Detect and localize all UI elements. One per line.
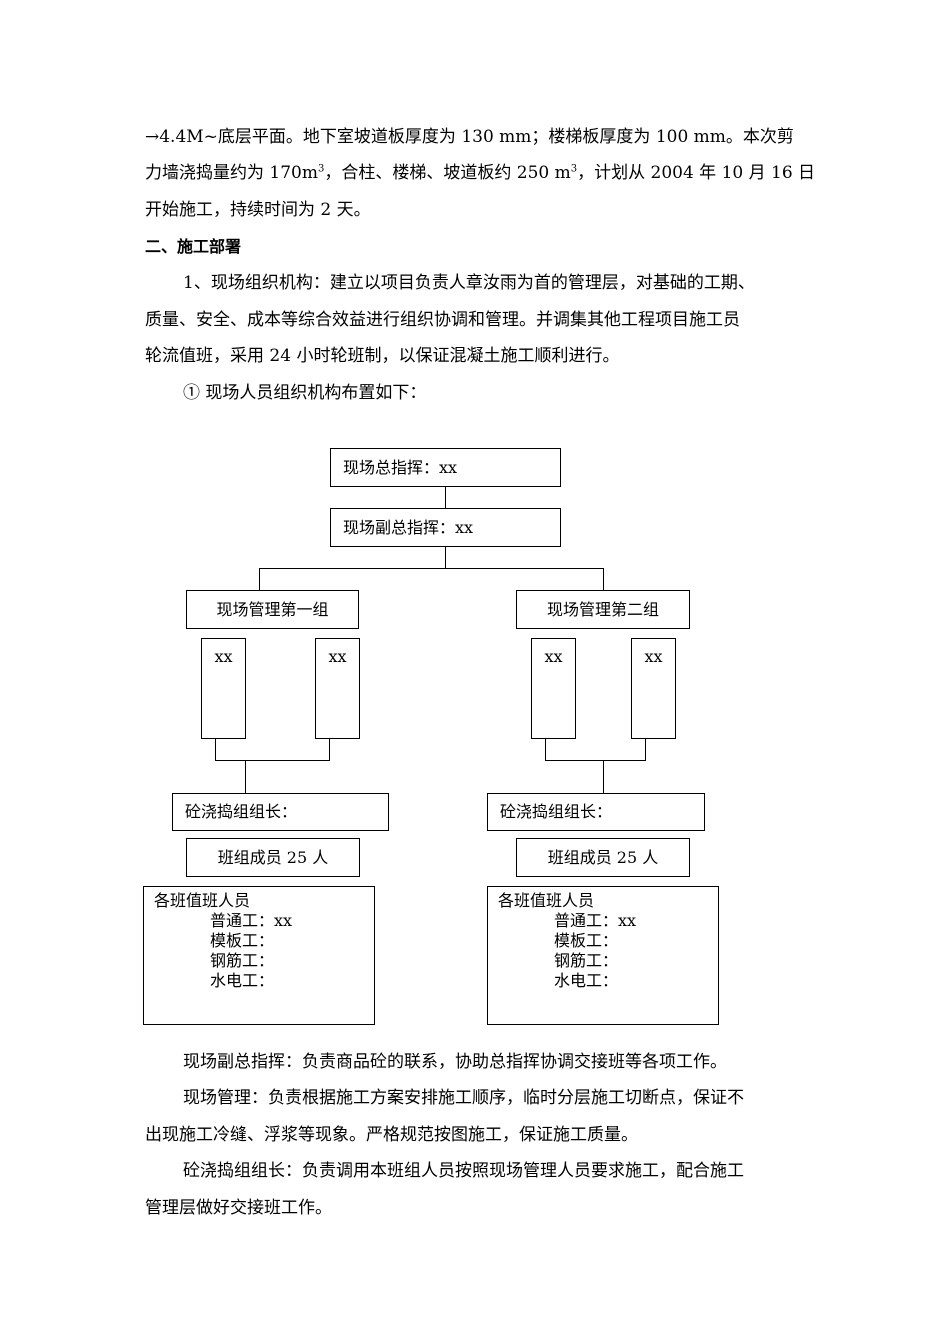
group-1-duty-title: 各班值班人员 <box>154 891 251 910</box>
group-2-duty-item: 普通工：xx <box>554 911 637 930</box>
group-2-duty-item: 水电工： <box>554 971 619 990</box>
group-2-title-box: 现场管理第二组 <box>516 590 690 629</box>
superscript-3: 3 <box>570 163 578 175</box>
group-1-duty-item: 水电工： <box>210 971 275 990</box>
connector-line <box>645 738 646 760</box>
group-1-title: 现场管理第一组 <box>216 599 329 619</box>
group-2-leader-label: 砼浇捣组组长： <box>500 802 613 821</box>
group-1-duty-box: 各班值班人员 普通工：xx 模板工： 钢筋工： 水电工： <box>143 886 375 1025</box>
responsibility-leader-line-1: 砼浇捣组组长：负责调用本班组人员按照现场管理人员要求施工，配合施工 <box>183 1161 744 1181</box>
paragraph-1-line-2: 力墙浇捣量约为 170m3，合柱、楼梯、坡道板约 250 m3，计划从 2004… <box>145 162 815 184</box>
connector-line <box>545 760 646 761</box>
deputy-commander-label: 现场副总指挥：xx <box>343 517 474 537</box>
group-1-duty-item: 钢筋工： <box>210 951 275 970</box>
group-2-crew-label: 班组成员 25 人 <box>547 847 659 867</box>
group-1-leader-box: 砼浇捣组组长： <box>172 793 389 831</box>
group-1-duty-item: 模板工： <box>210 931 275 950</box>
group-2-duty-title: 各班值班人员 <box>498 891 595 910</box>
paragraph-2-line-3: 轮流值班，采用 24 小时轮班制，以保证混凝土施工顺利进行。 <box>145 346 620 366</box>
group-1-crew-box: 班组成员 25 人 <box>186 838 360 877</box>
text-run: 力墙浇捣量约为 170m <box>145 163 318 183</box>
connector-line <box>259 568 604 569</box>
section-heading: 二、施工部署 <box>145 237 242 256</box>
group-1-title-box: 现场管理第一组 <box>186 590 359 629</box>
superscript-3: 3 <box>317 163 325 175</box>
responsibility-manager-line-2: 出现施工冷缝、浮浆等现象。严格规范按图施工，保证施工质量。 <box>145 1125 638 1145</box>
connector-line <box>445 546 446 568</box>
paragraph-1-line-3: 开始施工，持续时间为 2 天。 <box>145 200 371 220</box>
group-2-leader-box: 砼浇捣组组长： <box>487 793 705 831</box>
connector-line <box>245 760 246 794</box>
group-2-crew-box: 班组成员 25 人 <box>516 838 690 877</box>
responsibility-deputy: 现场副总指挥：负责商品砼的联系，协助总指挥协调交接班等各项工作。 <box>183 1052 727 1072</box>
group-2-member-b-box: xx <box>631 638 676 739</box>
group-1-member-a: xx <box>214 647 233 666</box>
connector-line <box>545 738 546 760</box>
connector-line <box>445 486 446 508</box>
responsibility-leader-line-2: 管理层做好交接班工作。 <box>145 1198 332 1218</box>
chief-commander-box: 现场总指挥：xx <box>330 448 561 487</box>
group-2-member-b: xx <box>644 647 663 666</box>
group-2-member-a-box: xx <box>531 638 576 739</box>
connector-line <box>215 738 216 760</box>
text-run: ，合柱、楼梯、坡道板约 250 m <box>324 163 571 183</box>
group-2-duty-item: 模板工： <box>554 931 619 950</box>
org-chart-intro: ① 现场人员组织机构布置如下： <box>183 383 427 403</box>
responsibility-manager-line-1: 现场管理：负责根据施工方案安排施工顺序，临时分层施工切断点，保证不 <box>183 1088 744 1108</box>
connector-line <box>603 760 604 794</box>
group-2-member-a: xx <box>544 647 563 666</box>
deputy-commander-box: 现场副总指挥：xx <box>330 508 561 547</box>
group-1-member-b-box: xx <box>315 638 360 739</box>
paragraph-1-line-1: →4.4M~底层平面。地下室坡道板厚度为 130 mm；楼梯板厚度为 100 m… <box>145 127 794 147</box>
paragraph-2-line-2: 质量、安全、成本等综合效益进行组织协调和管理。并调集其他工程项目施工员 <box>145 310 740 330</box>
connector-line <box>603 568 604 590</box>
paragraph-2-line-1: 1、现场组织机构：建立以项目负责人章汝雨为首的管理层，对基础的工期、 <box>183 273 755 293</box>
connector-line <box>329 738 330 760</box>
connector-line <box>259 568 260 590</box>
chief-commander-label: 现场总指挥：xx <box>343 457 458 477</box>
group-1-member-b: xx <box>328 647 347 666</box>
group-1-duty-item: 普通工：xx <box>210 911 293 930</box>
group-2-duty-box: 各班值班人员 普通工：xx 模板工： 钢筋工： 水电工： <box>487 886 719 1025</box>
text-run: ，计划从 2004 年 10 月 16 日 <box>577 163 816 183</box>
group-1-member-a-box: xx <box>201 638 246 739</box>
connector-line <box>215 760 330 761</box>
group-1-crew-label: 班组成员 25 人 <box>217 847 329 867</box>
group-2-duty-item: 钢筋工： <box>554 951 619 970</box>
group-1-leader-label: 砼浇捣组组长： <box>185 802 298 821</box>
group-2-title: 现场管理第二组 <box>546 599 659 619</box>
